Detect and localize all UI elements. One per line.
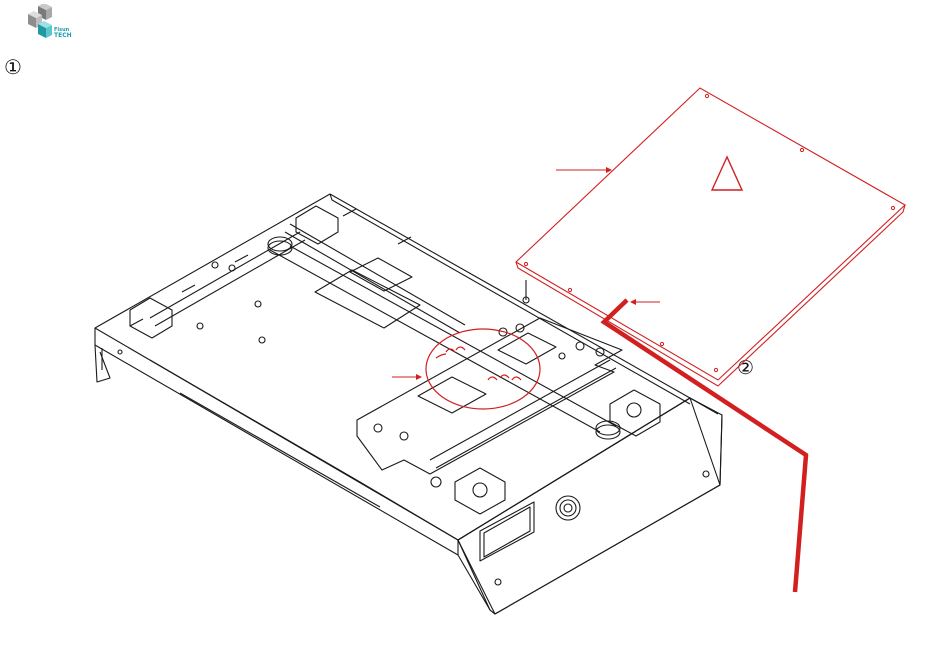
warning-triangle-icon xyxy=(712,157,742,190)
highlight-group xyxy=(392,88,905,592)
heated-bed-cable xyxy=(604,300,806,592)
printer-frame xyxy=(95,194,722,614)
heated-bed-plate xyxy=(516,88,905,380)
highlight-circle xyxy=(426,329,540,409)
clip-icon xyxy=(436,347,465,358)
